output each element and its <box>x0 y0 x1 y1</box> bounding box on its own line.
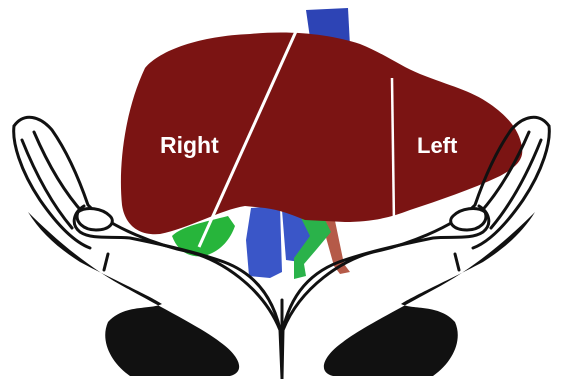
right-lobe-label: Right <box>160 132 219 158</box>
right-hand-palm-shadow <box>324 212 535 376</box>
left-hand-thumb-nail <box>77 209 112 230</box>
right-hand-crease <box>455 254 459 270</box>
right-hand-thumb-nail <box>451 209 486 230</box>
left-lobe-label: Left <box>417 133 458 158</box>
left-hand-crease <box>104 254 108 270</box>
portal-vein <box>246 206 282 278</box>
